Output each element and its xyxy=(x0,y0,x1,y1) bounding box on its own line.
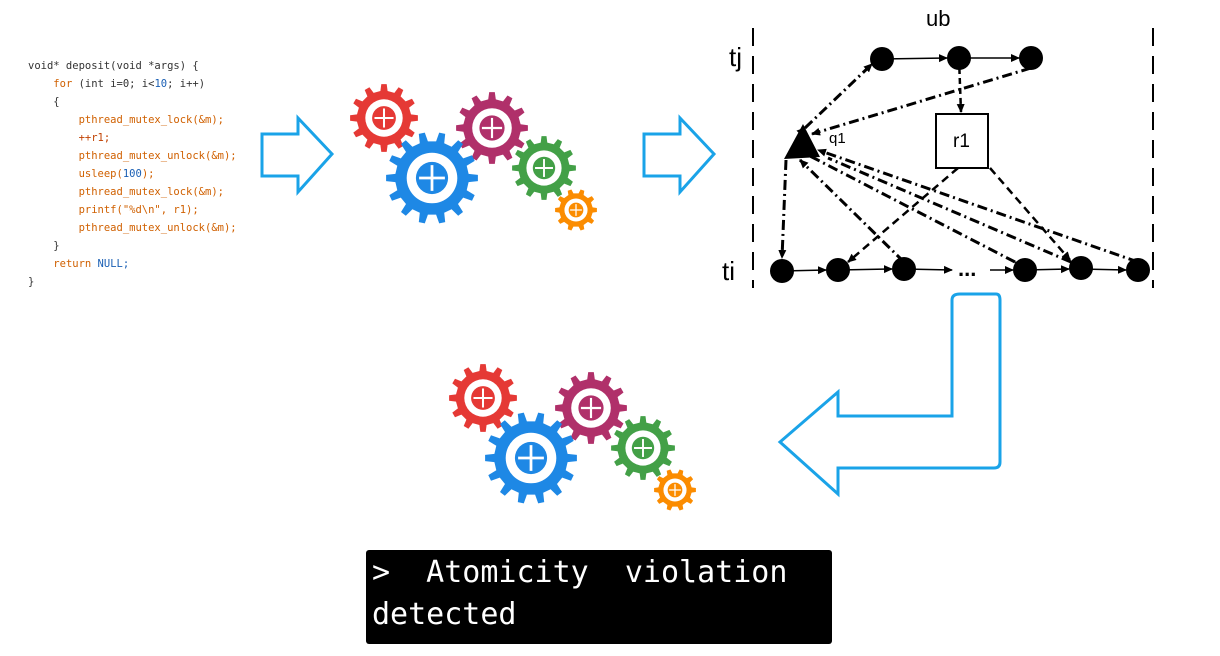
label-tj: tj xyxy=(729,42,742,72)
edge xyxy=(827,156,1080,269)
code-line: pthread_mutex_unlock(&m); xyxy=(78,222,237,234)
gear-icon xyxy=(350,84,418,152)
code-line: } xyxy=(53,240,60,252)
code-line: { xyxy=(53,96,60,108)
edge xyxy=(811,66,1032,136)
code-number: 100 xyxy=(122,168,142,180)
code-snippet: void* deposit(void *args) { for (int i=0… xyxy=(28,57,237,291)
flow-arrow-down-left xyxy=(777,292,1002,498)
tj-node xyxy=(870,47,894,71)
code-line: ++r1; xyxy=(78,132,111,144)
code-line: pthread_mutex_lock(&m); xyxy=(78,186,224,198)
q1-node xyxy=(784,124,820,159)
gears-icon xyxy=(449,364,696,511)
gear-icon xyxy=(555,189,597,231)
edge xyxy=(798,158,906,264)
label-ti: ti xyxy=(722,256,735,286)
ti-node xyxy=(826,258,850,282)
gear-icon xyxy=(654,469,696,511)
code-line: printf("%d\n", r1); xyxy=(78,204,199,216)
code-line: } xyxy=(28,276,35,288)
gear-icon xyxy=(555,372,627,444)
ti-node xyxy=(1013,258,1037,282)
ti-node xyxy=(892,257,916,281)
edge xyxy=(847,167,959,263)
edge xyxy=(807,153,1024,270)
code-line: ); xyxy=(141,168,155,180)
terminal-line-2: detected xyxy=(372,597,517,632)
terminal-output: > Atomicity violation detected xyxy=(366,550,832,644)
ti-node xyxy=(1069,256,1093,280)
label-q1: q1 xyxy=(829,130,846,147)
code-keyword: return xyxy=(53,258,92,270)
code-line: void* deposit(void *args) { xyxy=(28,60,199,72)
label-r1: r1 xyxy=(953,131,970,152)
code-line: pthread_mutex_unlock(&m); xyxy=(78,150,237,162)
flow-arrow-right-2 xyxy=(642,114,717,196)
code-line: ; i++) xyxy=(167,78,206,90)
gear-icon xyxy=(611,416,675,480)
gears-icon xyxy=(350,84,597,231)
gear-icon xyxy=(485,412,577,504)
ti-node xyxy=(1126,258,1150,282)
label-ub: ub xyxy=(926,6,950,31)
edge xyxy=(817,148,1139,264)
code-line: usleep( xyxy=(78,168,123,180)
gear-icon xyxy=(512,136,576,200)
tj-node xyxy=(1019,46,1043,70)
code-number: 10 xyxy=(154,78,168,90)
code-keyword: for xyxy=(53,78,73,90)
code-line: pthread_mutex_lock(&m); xyxy=(78,114,224,126)
label-ellipsis: ... xyxy=(958,256,976,281)
edge xyxy=(989,167,1071,261)
trace-graph: ub tj ti q1 r1 ... xyxy=(722,6,1154,288)
tj-node xyxy=(947,46,971,70)
code-line: NULL; xyxy=(91,258,130,270)
edge xyxy=(778,159,788,259)
gear-icon xyxy=(449,364,517,432)
edge xyxy=(796,62,874,137)
code-line: (int i=0; i< xyxy=(72,78,155,90)
edge xyxy=(956,57,965,113)
ti-node xyxy=(770,259,794,283)
gear-icon xyxy=(386,132,478,224)
gear-icon xyxy=(456,92,528,164)
terminal-line-1: > Atomicity violation xyxy=(372,555,788,590)
flow-arrow-right-1 xyxy=(260,114,335,196)
r1-node xyxy=(935,113,989,169)
